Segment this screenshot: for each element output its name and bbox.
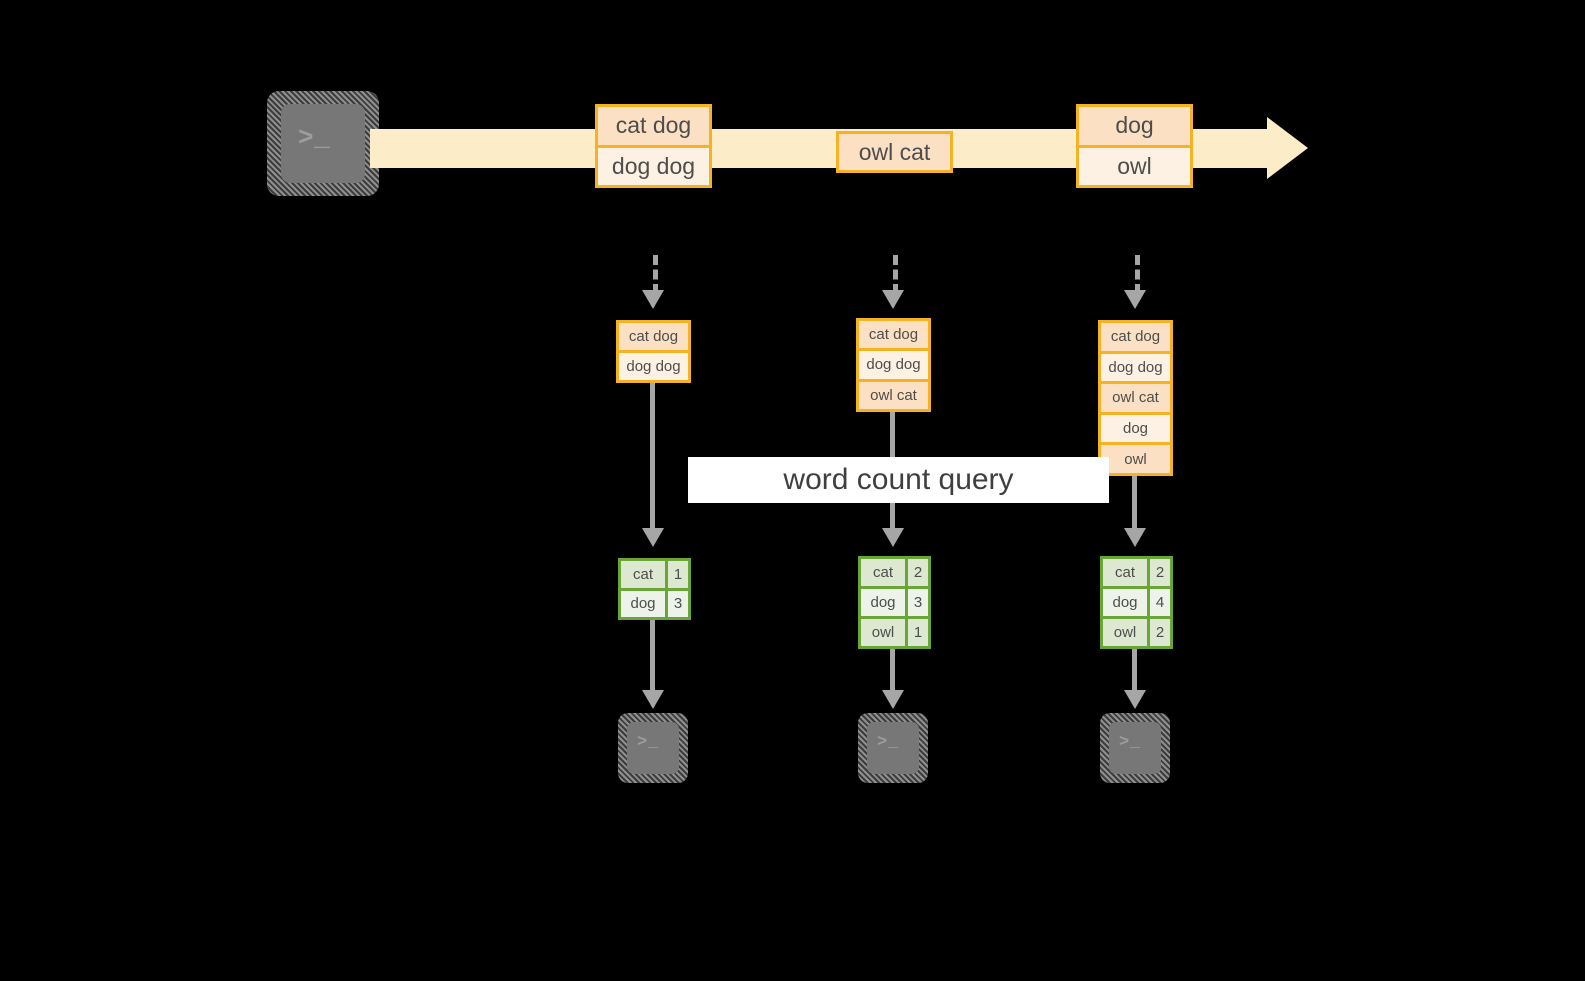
- terminal-prompt-glyph: >_: [1119, 733, 1141, 752]
- dashed-connector-3: [1135, 255, 1140, 294]
- dashed-connector-2-arrowhead: [882, 290, 904, 309]
- sink-terminal-icon-3: >_: [1100, 713, 1170, 783]
- accumulated-input-3-line-3: owl cat: [1101, 381, 1170, 412]
- result-count: 1: [905, 619, 928, 646]
- query-connector-1: [650, 383, 655, 531]
- accumulated-input-2-line-1: cat dog: [859, 321, 928, 349]
- stream-batch-1: cat dog dog dog: [595, 104, 712, 188]
- result-word: cat: [621, 561, 665, 588]
- result-table-1: cat 1 dog 3: [618, 558, 691, 620]
- result-count: 2: [905, 559, 928, 586]
- sink-connector-3-arrowhead: [1124, 690, 1146, 709]
- result-word: cat: [861, 559, 905, 586]
- dashed-connector-1: [653, 255, 658, 294]
- result-count: 1: [665, 561, 688, 588]
- terminal-body: [1109, 722, 1161, 774]
- result-count: 3: [905, 589, 928, 616]
- accumulated-input-2-line-3: owl cat: [859, 378, 928, 409]
- accumulated-input-2-line-2: dog dog: [859, 348, 928, 379]
- terminal-body: [627, 722, 679, 774]
- terminal-prompt-glyph: >_: [637, 733, 659, 752]
- input-stream-arrowhead: [1267, 117, 1308, 179]
- terminal-prompt-glyph: >_: [298, 123, 331, 153]
- stream-batch-2-line-1: owl cat: [839, 134, 950, 170]
- result-table-1-row-2: dog 3: [621, 587, 688, 617]
- result-count: 2: [1147, 559, 1170, 586]
- result-table-2-row-1: cat 2: [861, 559, 928, 586]
- query-connector-3-arrowhead: [1124, 528, 1146, 547]
- dashed-connector-1-arrowhead: [642, 290, 664, 309]
- terminal-prompt-glyph: >_: [877, 733, 899, 752]
- query-connector-3: [1132, 476, 1137, 531]
- result-word: dog: [1103, 589, 1147, 616]
- stream-batch-3: dog owl: [1076, 104, 1193, 188]
- stream-batch-1-line-1: cat dog: [598, 107, 709, 145]
- sink-terminal-icon-2: >_: [858, 713, 928, 783]
- accumulated-input-1: cat dog dog dog: [616, 320, 691, 383]
- accumulated-input-1-line-1: cat dog: [619, 323, 688, 350]
- result-table-3-row-2: dog 4: [1103, 586, 1170, 616]
- dashed-connector-2: [893, 255, 898, 294]
- result-count: 4: [1147, 589, 1170, 616]
- accumulated-input-2: cat dog dog dog owl cat: [856, 318, 931, 412]
- stream-batch-1-line-2: dog dog: [598, 144, 709, 185]
- dashed-connector-3-arrowhead: [1124, 290, 1146, 309]
- terminal-body: [281, 104, 365, 183]
- stream-batch-3-line-2: owl: [1079, 144, 1190, 185]
- result-word: owl: [861, 619, 905, 646]
- result-table-3-row-3: owl 2: [1103, 616, 1170, 646]
- result-table-2-row-2: dog 3: [861, 586, 928, 616]
- result-word: owl: [1103, 619, 1147, 646]
- result-table-3-row-1: cat 2: [1103, 559, 1170, 586]
- stream-batch-2: owl cat: [836, 131, 953, 173]
- query-connector-1-arrowhead: [642, 528, 664, 547]
- result-table-2: cat 2 dog 3 owl 1: [858, 556, 931, 649]
- accumulated-input-3-line-1: cat dog: [1101, 323, 1170, 351]
- result-count: 3: [665, 590, 688, 617]
- accumulated-input-1-line-2: dog dog: [619, 350, 688, 380]
- stream-batch-3-line-1: dog: [1079, 107, 1190, 145]
- sink-connector-2-arrowhead: [882, 690, 904, 709]
- accumulated-input-3-line-4: dog: [1101, 411, 1170, 443]
- sink-connector-2: [890, 649, 895, 693]
- sink-connector-3: [1132, 649, 1137, 693]
- result-table-2-row-3: owl 1: [861, 616, 928, 646]
- result-word: dog: [861, 589, 905, 616]
- query-connector-2-arrowhead: [882, 528, 904, 547]
- result-word: cat: [1103, 559, 1147, 586]
- sink-connector-1-arrowhead: [642, 690, 664, 709]
- result-count: 2: [1147, 619, 1170, 646]
- result-table-3: cat 2 dog 4 owl 2: [1100, 556, 1173, 649]
- sink-terminal-icon-1: >_: [618, 713, 688, 783]
- accumulated-input-3-line-2: dog dog: [1101, 350, 1170, 382]
- source-terminal-icon: >_: [267, 91, 379, 196]
- accumulated-input-3-line-5: owl: [1101, 442, 1170, 473]
- accumulated-input-3: cat dog dog dog owl cat dog owl: [1098, 320, 1173, 476]
- sink-connector-1: [650, 620, 655, 693]
- terminal-body: [867, 722, 919, 774]
- result-word: dog: [621, 590, 665, 617]
- result-table-1-row-1: cat 1: [621, 561, 688, 588]
- query-label-banner: word count query: [688, 457, 1109, 503]
